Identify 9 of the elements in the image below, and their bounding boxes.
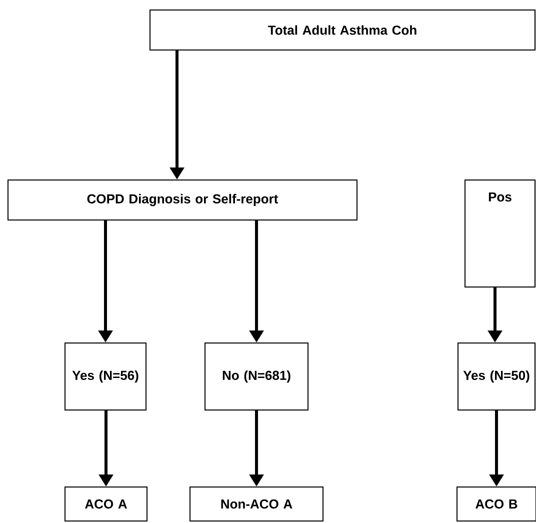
process-box: Non-ACO A (190, 486, 324, 522)
process-box: Yes (N=50) (458, 342, 536, 410)
process-box: ACO B (456, 486, 536, 522)
process-box: COPD Diagnosis or Self-report (8, 180, 358, 220)
process-box: Total Adult Asthma Coh (150, 10, 536, 50)
process-box: No (N=681) (204, 342, 308, 410)
process-box: Pos (464, 180, 536, 288)
process-box: ACO A (64, 486, 148, 522)
process-box: Yes (N=56) (64, 342, 146, 410)
